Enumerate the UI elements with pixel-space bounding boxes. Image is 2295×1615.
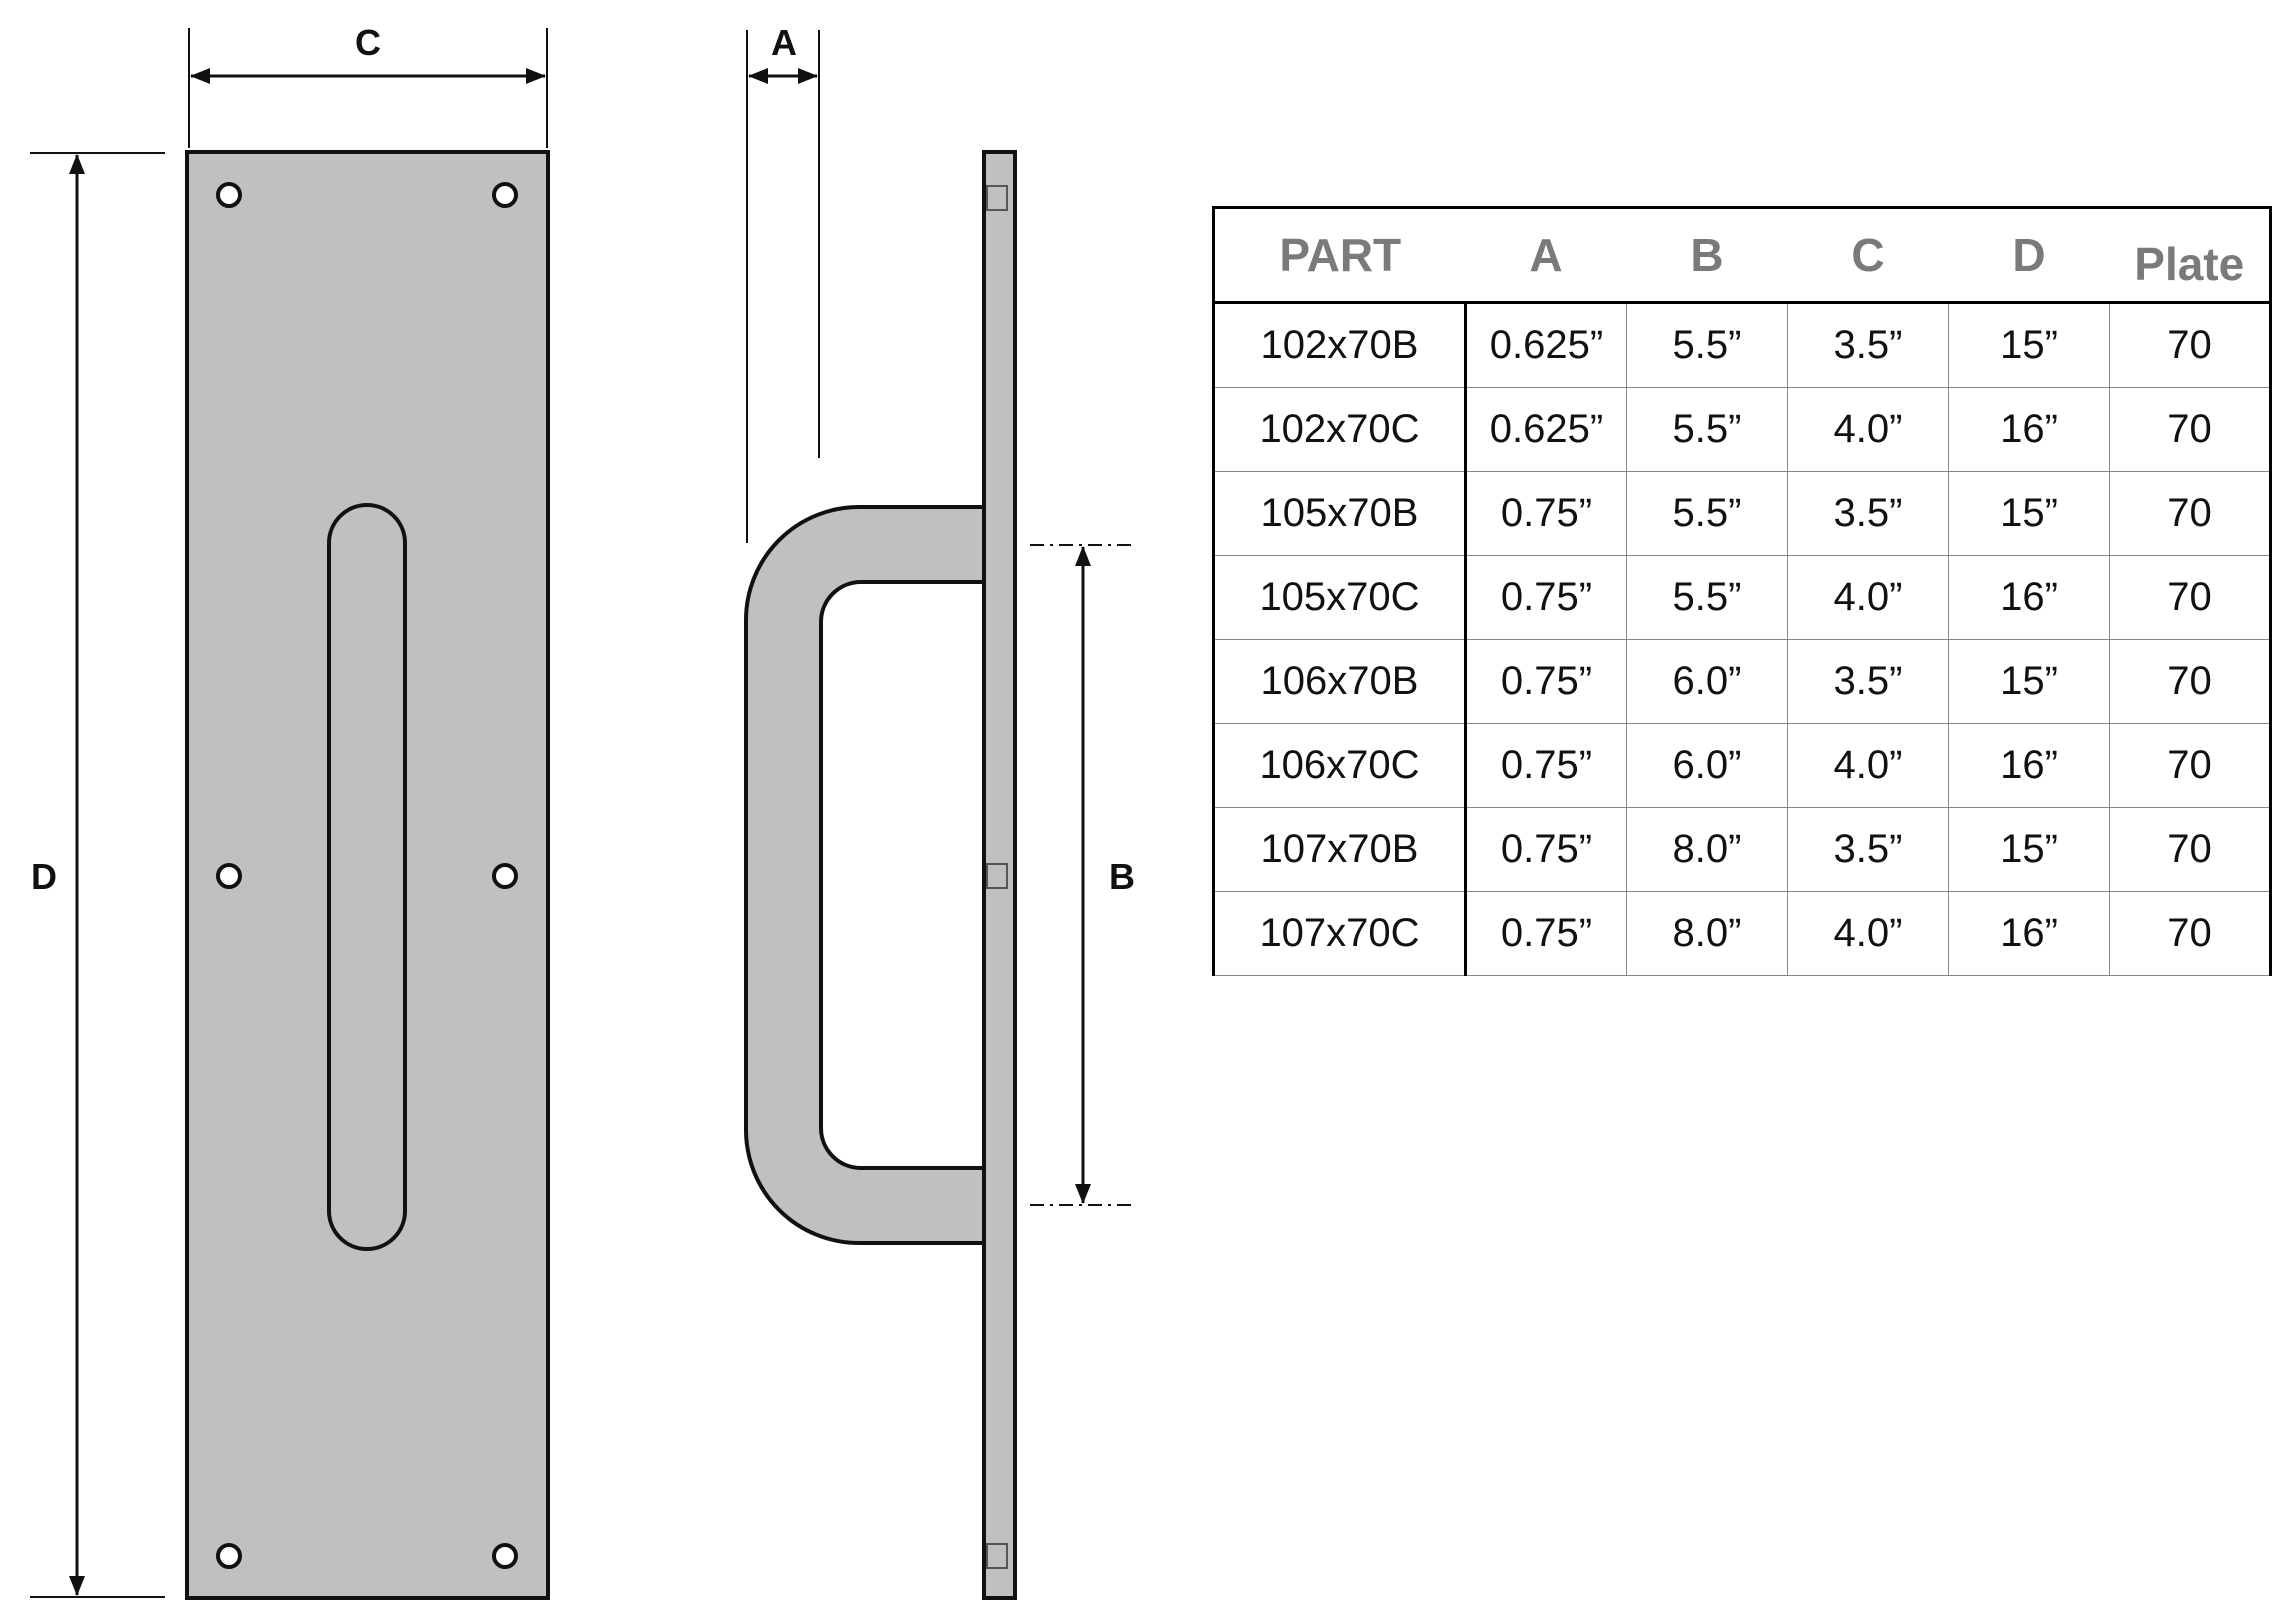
cell-plate: 70: [2109, 639, 2272, 724]
cell-d: 15”: [1948, 639, 2110, 724]
cell-b: 6.0”: [1626, 639, 1788, 724]
cell-c: 3.5”: [1787, 302, 1949, 388]
cell-part: 105x70B: [1212, 471, 1467, 556]
cell-plate: 70: [2109, 891, 2272, 976]
dimension-d: [30, 152, 165, 1598]
cell-part: 102x70B: [1212, 302, 1467, 388]
side-handle: [744, 505, 986, 1245]
screw-hole: [216, 182, 242, 208]
cell-part: 107x70B: [1212, 807, 1467, 892]
cell-part: 102x70C: [1212, 387, 1467, 472]
table-row: 105x70B 0.75” 5.5” 3.5” 15” 70: [1212, 471, 2272, 556]
cell-part: 105x70C: [1212, 555, 1467, 640]
cell-b: 5.5”: [1626, 302, 1788, 388]
cell-a: 0.75”: [1465, 807, 1627, 892]
cell-d: 15”: [1948, 302, 2110, 388]
table-row: 105x70C 0.75” 5.5” 4.0” 16” 70: [1212, 555, 2272, 640]
cell-b: 8.0”: [1626, 807, 1788, 892]
table-row: 102x70B 0.625” 5.5” 3.5” 15” 70: [1212, 302, 2272, 388]
screw-hole: [216, 863, 242, 889]
screw-hole: [492, 863, 518, 889]
cell-c: 4.0”: [1787, 891, 1949, 976]
cell-a: 0.75”: [1465, 723, 1627, 808]
dimension-c: [188, 28, 548, 148]
cell-plate: 70: [2109, 387, 2272, 472]
cell-part: 106x70B: [1212, 639, 1467, 724]
cell-part: 107x70C: [1212, 891, 1467, 976]
cell-b: 8.0”: [1626, 891, 1788, 976]
header-part: PART: [1212, 206, 1466, 304]
dimension-label-d: D: [31, 856, 57, 897]
dimension-label-b: B: [1109, 856, 1135, 897]
front-view: [185, 150, 550, 1600]
side-view: [744, 150, 1017, 1600]
header-d: D: [1948, 206, 2110, 304]
table-row: 107x70B 0.75” 8.0” 3.5” 15” 70: [1212, 807, 2272, 892]
screw-hole: [492, 182, 518, 208]
cell-c: 4.0”: [1787, 723, 1949, 808]
cell-d: 15”: [1948, 471, 2110, 556]
cell-a: 0.75”: [1465, 891, 1627, 976]
table-header-row: PART A B C D Plate: [1212, 206, 2272, 304]
table-row: 106x70B 0.75” 6.0” 3.5” 15” 70: [1212, 639, 2272, 724]
cell-c: 3.5”: [1787, 807, 1949, 892]
header-a: A: [1465, 206, 1627, 304]
table-row: 107x70C 0.75” 8.0” 4.0” 16” 70: [1212, 891, 2272, 976]
cell-c: 3.5”: [1787, 471, 1949, 556]
spec-table: PART A B C D Plate 102x70B 0.625” 5.5” 3…: [1212, 206, 2272, 976]
cell-plate: 70: [2109, 471, 2272, 556]
table-row: 102x70C 0.625” 5.5” 4.0” 16” 70: [1212, 387, 2272, 472]
dimension-a: [746, 30, 820, 543]
cell-b: 5.5”: [1626, 471, 1788, 556]
cell-d: 16”: [1948, 555, 2110, 640]
cell-plate: 70: [2109, 807, 2272, 892]
cell-a: 0.75”: [1465, 555, 1627, 640]
cell-a: 0.75”: [1465, 639, 1627, 724]
front-handle-slot: [327, 503, 407, 1251]
dimension-label-a: A: [771, 22, 797, 63]
cell-plate: 70: [2109, 302, 2272, 388]
cell-plate: 70: [2109, 723, 2272, 808]
cell-b: 5.5”: [1626, 387, 1788, 472]
dimension-b: [1030, 544, 1135, 1206]
cell-c: 4.0”: [1787, 387, 1949, 472]
cell-a: 0.75”: [1465, 471, 1627, 556]
cell-b: 6.0”: [1626, 723, 1788, 808]
dimension-label-c: C: [355, 22, 381, 63]
side-plate: [982, 150, 1017, 1600]
cell-d: 16”: [1948, 723, 2110, 808]
cell-a: 0.625”: [1465, 387, 1627, 472]
screw-indicators: [986, 185, 1008, 1569]
table-row: 106x70C 0.75” 6.0” 4.0” 16” 70: [1212, 723, 2272, 808]
cell-d: 16”: [1948, 891, 2110, 976]
header-plate: Plate: [2109, 206, 2272, 304]
cell-b: 5.5”: [1626, 555, 1788, 640]
header-c: C: [1787, 206, 1949, 304]
screw-hole: [216, 1543, 242, 1569]
cell-d: 16”: [1948, 387, 2110, 472]
cell-part: 106x70C: [1212, 723, 1467, 808]
header-b: B: [1626, 206, 1788, 304]
cell-a: 0.625”: [1465, 302, 1627, 388]
cell-plate: 70: [2109, 555, 2272, 640]
screw-hole: [492, 1543, 518, 1569]
cell-c: 3.5”: [1787, 639, 1949, 724]
cell-d: 15”: [1948, 807, 2110, 892]
cell-c: 4.0”: [1787, 555, 1949, 640]
screw-holes: [216, 182, 518, 1569]
